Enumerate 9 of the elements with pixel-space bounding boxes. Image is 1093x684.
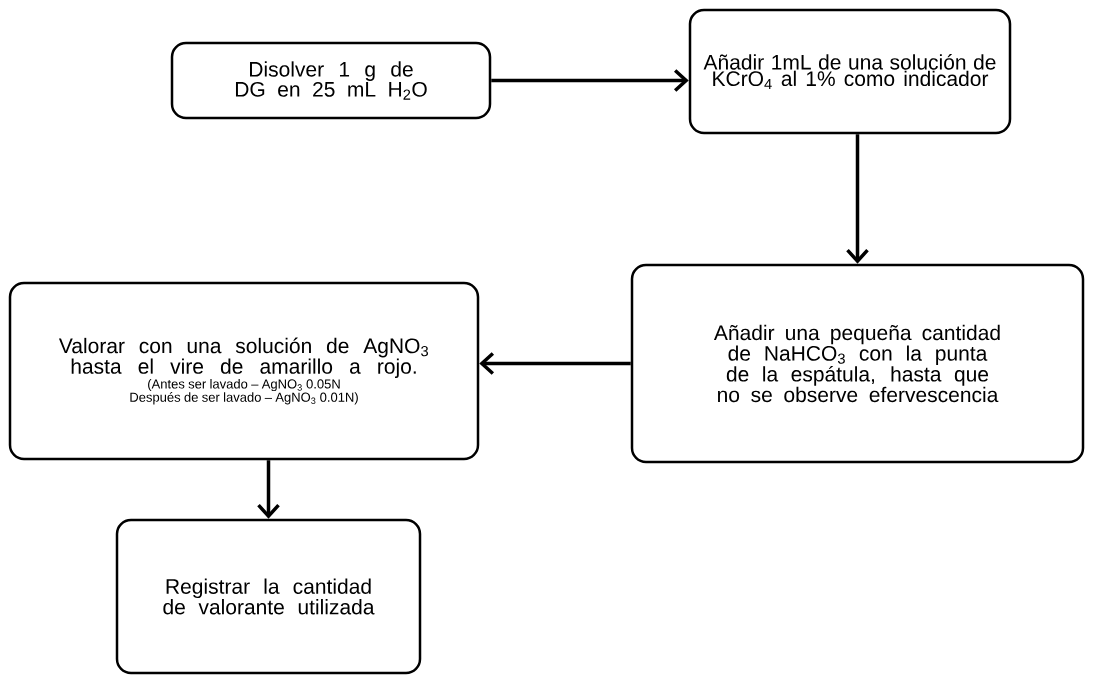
arrow: [846, 134, 869, 264]
process-box: Añadir una pequeña cantidad de NaHCO$_{3}$ con la punta de la espátula, hasta que no se observe efervescencia: [630, 263, 1085, 464]
arrow: [491, 69, 689, 92]
arrow: [479, 352, 631, 375]
process-box: Valorar con una solución de AgNO$_{3}$ hasta el vire de amarillo a rojo. (Antes ser lavado – AgNO$_{3}$ 0.05N Después de ser lavado – AgNO$_{3}$ 0.01N): [8, 281, 480, 461]
process-box: Añadir 1mL de una solución de KCrO$_{4}$ al 1% como indicador: [688, 8, 1012, 135]
process-box: Registrar la cantidad de valorante utilizada: [115, 518, 422, 675]
arrow: [257, 460, 280, 519]
process-box: Disolver 1 g de DG en 25 mL H$_{2}$O: [170, 41, 492, 120]
